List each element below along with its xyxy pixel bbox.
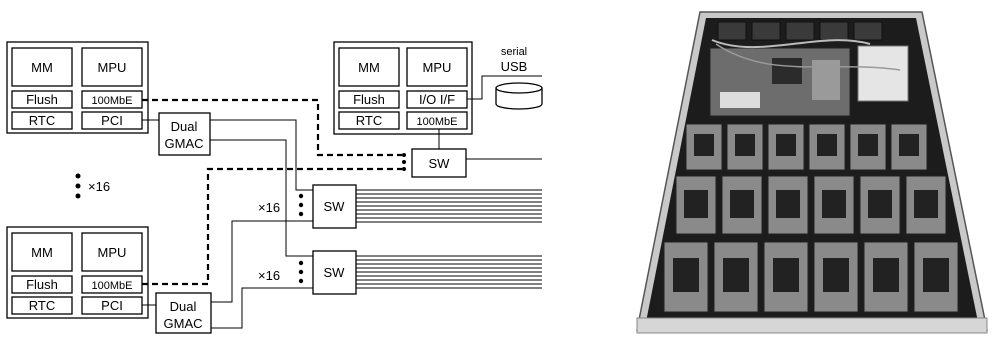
host-io-label: I/O I/F xyxy=(419,92,455,107)
switch-lower-label: SW xyxy=(324,265,346,280)
gmac-bottom-line2: GMAC xyxy=(164,316,203,331)
host-rtc-label: RTC xyxy=(356,113,382,128)
storage-usb-label: USB xyxy=(501,59,528,74)
gmac-top: Dual GMAC xyxy=(142,113,210,155)
node-repeat-dot xyxy=(76,174,81,179)
heatsink xyxy=(868,190,892,218)
host-board-chip xyxy=(772,58,802,84)
heatsink xyxy=(773,258,799,292)
gmac-bottom-line1: Dual xyxy=(170,299,197,314)
heatsink xyxy=(684,190,708,218)
node-repeat-dot xyxy=(76,184,81,189)
host-nic-label: 100MbE xyxy=(417,116,458,128)
switch-lower-port-dot xyxy=(299,270,303,274)
gmac-top-to-switch-lower-wire xyxy=(210,140,313,256)
node-top-mpu-label: MPU xyxy=(98,60,127,75)
heatsink xyxy=(899,134,919,156)
heatsink xyxy=(673,258,699,292)
disk-icon-top xyxy=(496,83,542,93)
heatsink xyxy=(858,134,878,156)
switch-upper: SW ×16 xyxy=(258,185,542,228)
node-bottom-flush-label: Flush xyxy=(26,277,58,292)
node-repeat-dot xyxy=(76,194,81,199)
host-flush-label: Flush xyxy=(353,92,385,107)
node-multiplier-label: ×16 xyxy=(88,179,110,194)
storage-serial-label: serial xyxy=(501,46,527,58)
switch-mgmt-port-dot xyxy=(402,153,406,157)
host-node: MM MPU Flush I/O I/F RTC 100MbE xyxy=(334,42,472,134)
fan-icon xyxy=(854,22,882,40)
heatsink xyxy=(694,134,714,156)
switch-upper-label: SW xyxy=(324,199,346,214)
switch-lower-port-dot xyxy=(299,279,303,283)
node-top: MM MPU Flush 100MbE RTC PCI xyxy=(7,42,148,133)
heatsink xyxy=(817,134,837,156)
heatsink xyxy=(730,190,754,218)
heatsink xyxy=(822,190,846,218)
fan-row xyxy=(718,22,882,40)
heatsink xyxy=(735,134,755,156)
node-bottom-mpu-label: MPU xyxy=(98,245,127,260)
switch-mgmt-port-dot xyxy=(402,160,406,164)
switch-lower-port-dot xyxy=(299,261,303,265)
node-top-rtc-label: RTC xyxy=(29,113,55,128)
host-mm-label: MM xyxy=(358,60,380,75)
server-chassis-photo xyxy=(637,12,987,333)
switch-upper-port-dot xyxy=(299,194,303,198)
fan-icon xyxy=(820,22,848,40)
heatsink xyxy=(723,258,749,292)
node-bottom: MM MPU Flush 100MbE RTC PCI xyxy=(7,227,148,318)
gmac-bottom-to-switch-lower-wire xyxy=(211,288,313,328)
switch-upper-port-dot xyxy=(299,203,303,207)
gmac-top-to-switch-upper-wire xyxy=(210,120,313,190)
heatsink xyxy=(776,190,800,218)
heatsink xyxy=(923,258,949,292)
switch-lower-multiplier: ×16 xyxy=(258,268,280,283)
gmac-top-line2: GMAC xyxy=(165,136,204,151)
node-top-nic-label: 100MbE xyxy=(92,95,133,107)
host-board-component xyxy=(720,92,760,108)
fan-icon xyxy=(786,22,814,40)
host-mpu-label: MPU xyxy=(423,60,452,75)
chassis-front-bezel xyxy=(637,318,987,333)
node-bottom-rtc-label: RTC xyxy=(29,298,55,313)
switch-mgmt: SW xyxy=(402,129,542,177)
host-board-component xyxy=(812,60,840,100)
node-bottom-nic-label: 100MbE xyxy=(92,280,133,292)
node-bottom-mm-label: MM xyxy=(31,245,53,260)
mgmt-link-bottom xyxy=(142,169,402,284)
power-supply xyxy=(858,46,908,101)
storage-disk: serial USB xyxy=(467,46,542,109)
node-bottom-pci-label: PCI xyxy=(101,298,123,313)
node-top-pci-label: PCI xyxy=(101,113,123,128)
fan-icon xyxy=(752,22,780,40)
node-repeat-indicator: ×16 xyxy=(76,174,111,199)
switch-upper-multiplier: ×16 xyxy=(258,200,280,215)
heatsink xyxy=(776,134,796,156)
node-top-flush-label: Flush xyxy=(26,92,58,107)
gmac-top-line1: Dual xyxy=(171,119,198,134)
switch-mgmt-port-dot xyxy=(402,167,406,171)
switch-mgmt-label: SW xyxy=(429,156,451,171)
fan-icon xyxy=(718,22,746,40)
heatsink xyxy=(823,258,849,292)
switch-upper-port-dot xyxy=(299,212,303,216)
gmac-bottom: Dual GMAC xyxy=(142,293,211,333)
node-top-mm-label: MM xyxy=(31,60,53,75)
heatsink xyxy=(873,258,899,292)
heatsink xyxy=(914,190,938,218)
gmac-bottom-to-switch-upper-wire xyxy=(211,221,313,302)
